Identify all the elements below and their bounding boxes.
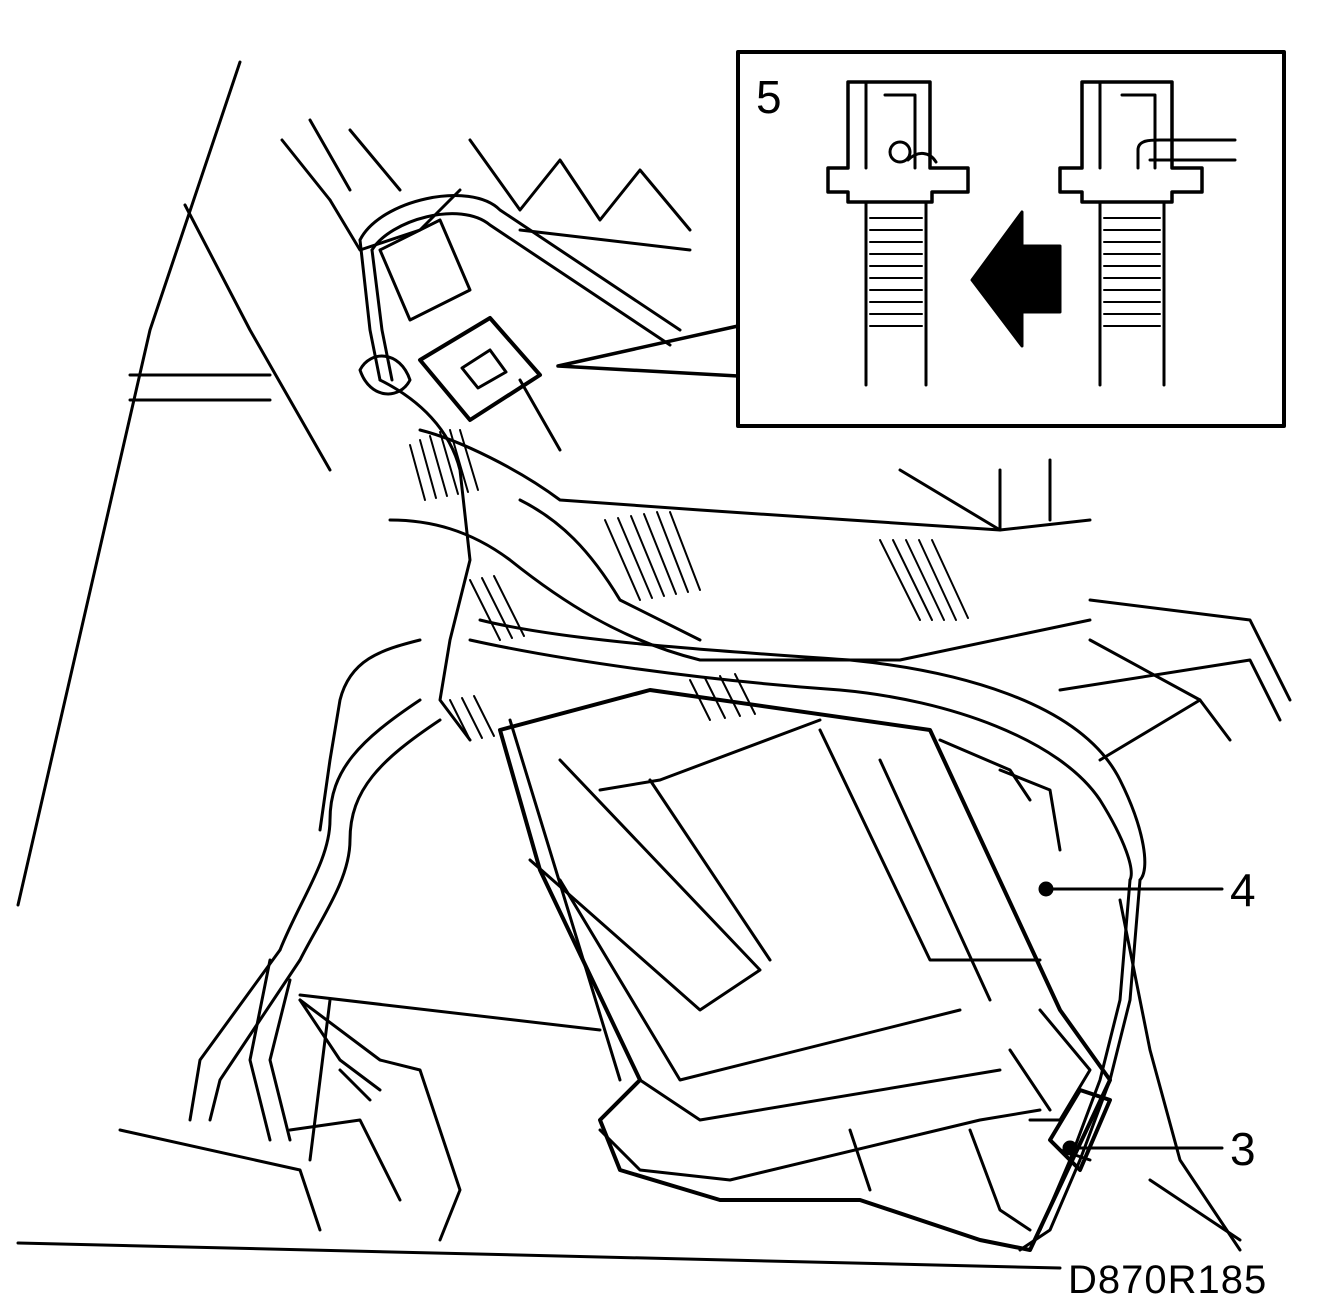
figure-code: D870R185 xyxy=(1068,1258,1268,1302)
leader-lines xyxy=(1038,881,1224,1156)
background-structure xyxy=(16,60,1292,1270)
callout-label-4: 4 xyxy=(1230,864,1256,916)
inset-label: 5 xyxy=(756,71,782,123)
harness-tape-bands xyxy=(409,429,969,741)
bracket-block xyxy=(288,998,462,1242)
fitting-installed xyxy=(1058,80,1237,387)
wiring-harness xyxy=(188,194,1147,1252)
fitting-released xyxy=(826,80,970,387)
upper-connector xyxy=(358,218,562,452)
direction-arrow-icon xyxy=(970,210,1062,348)
callout-label-3: 3 xyxy=(1230,1123,1256,1175)
inset-pointer xyxy=(556,324,740,378)
control-module-housing xyxy=(498,688,1112,1252)
inset-detail-box xyxy=(736,50,1286,428)
